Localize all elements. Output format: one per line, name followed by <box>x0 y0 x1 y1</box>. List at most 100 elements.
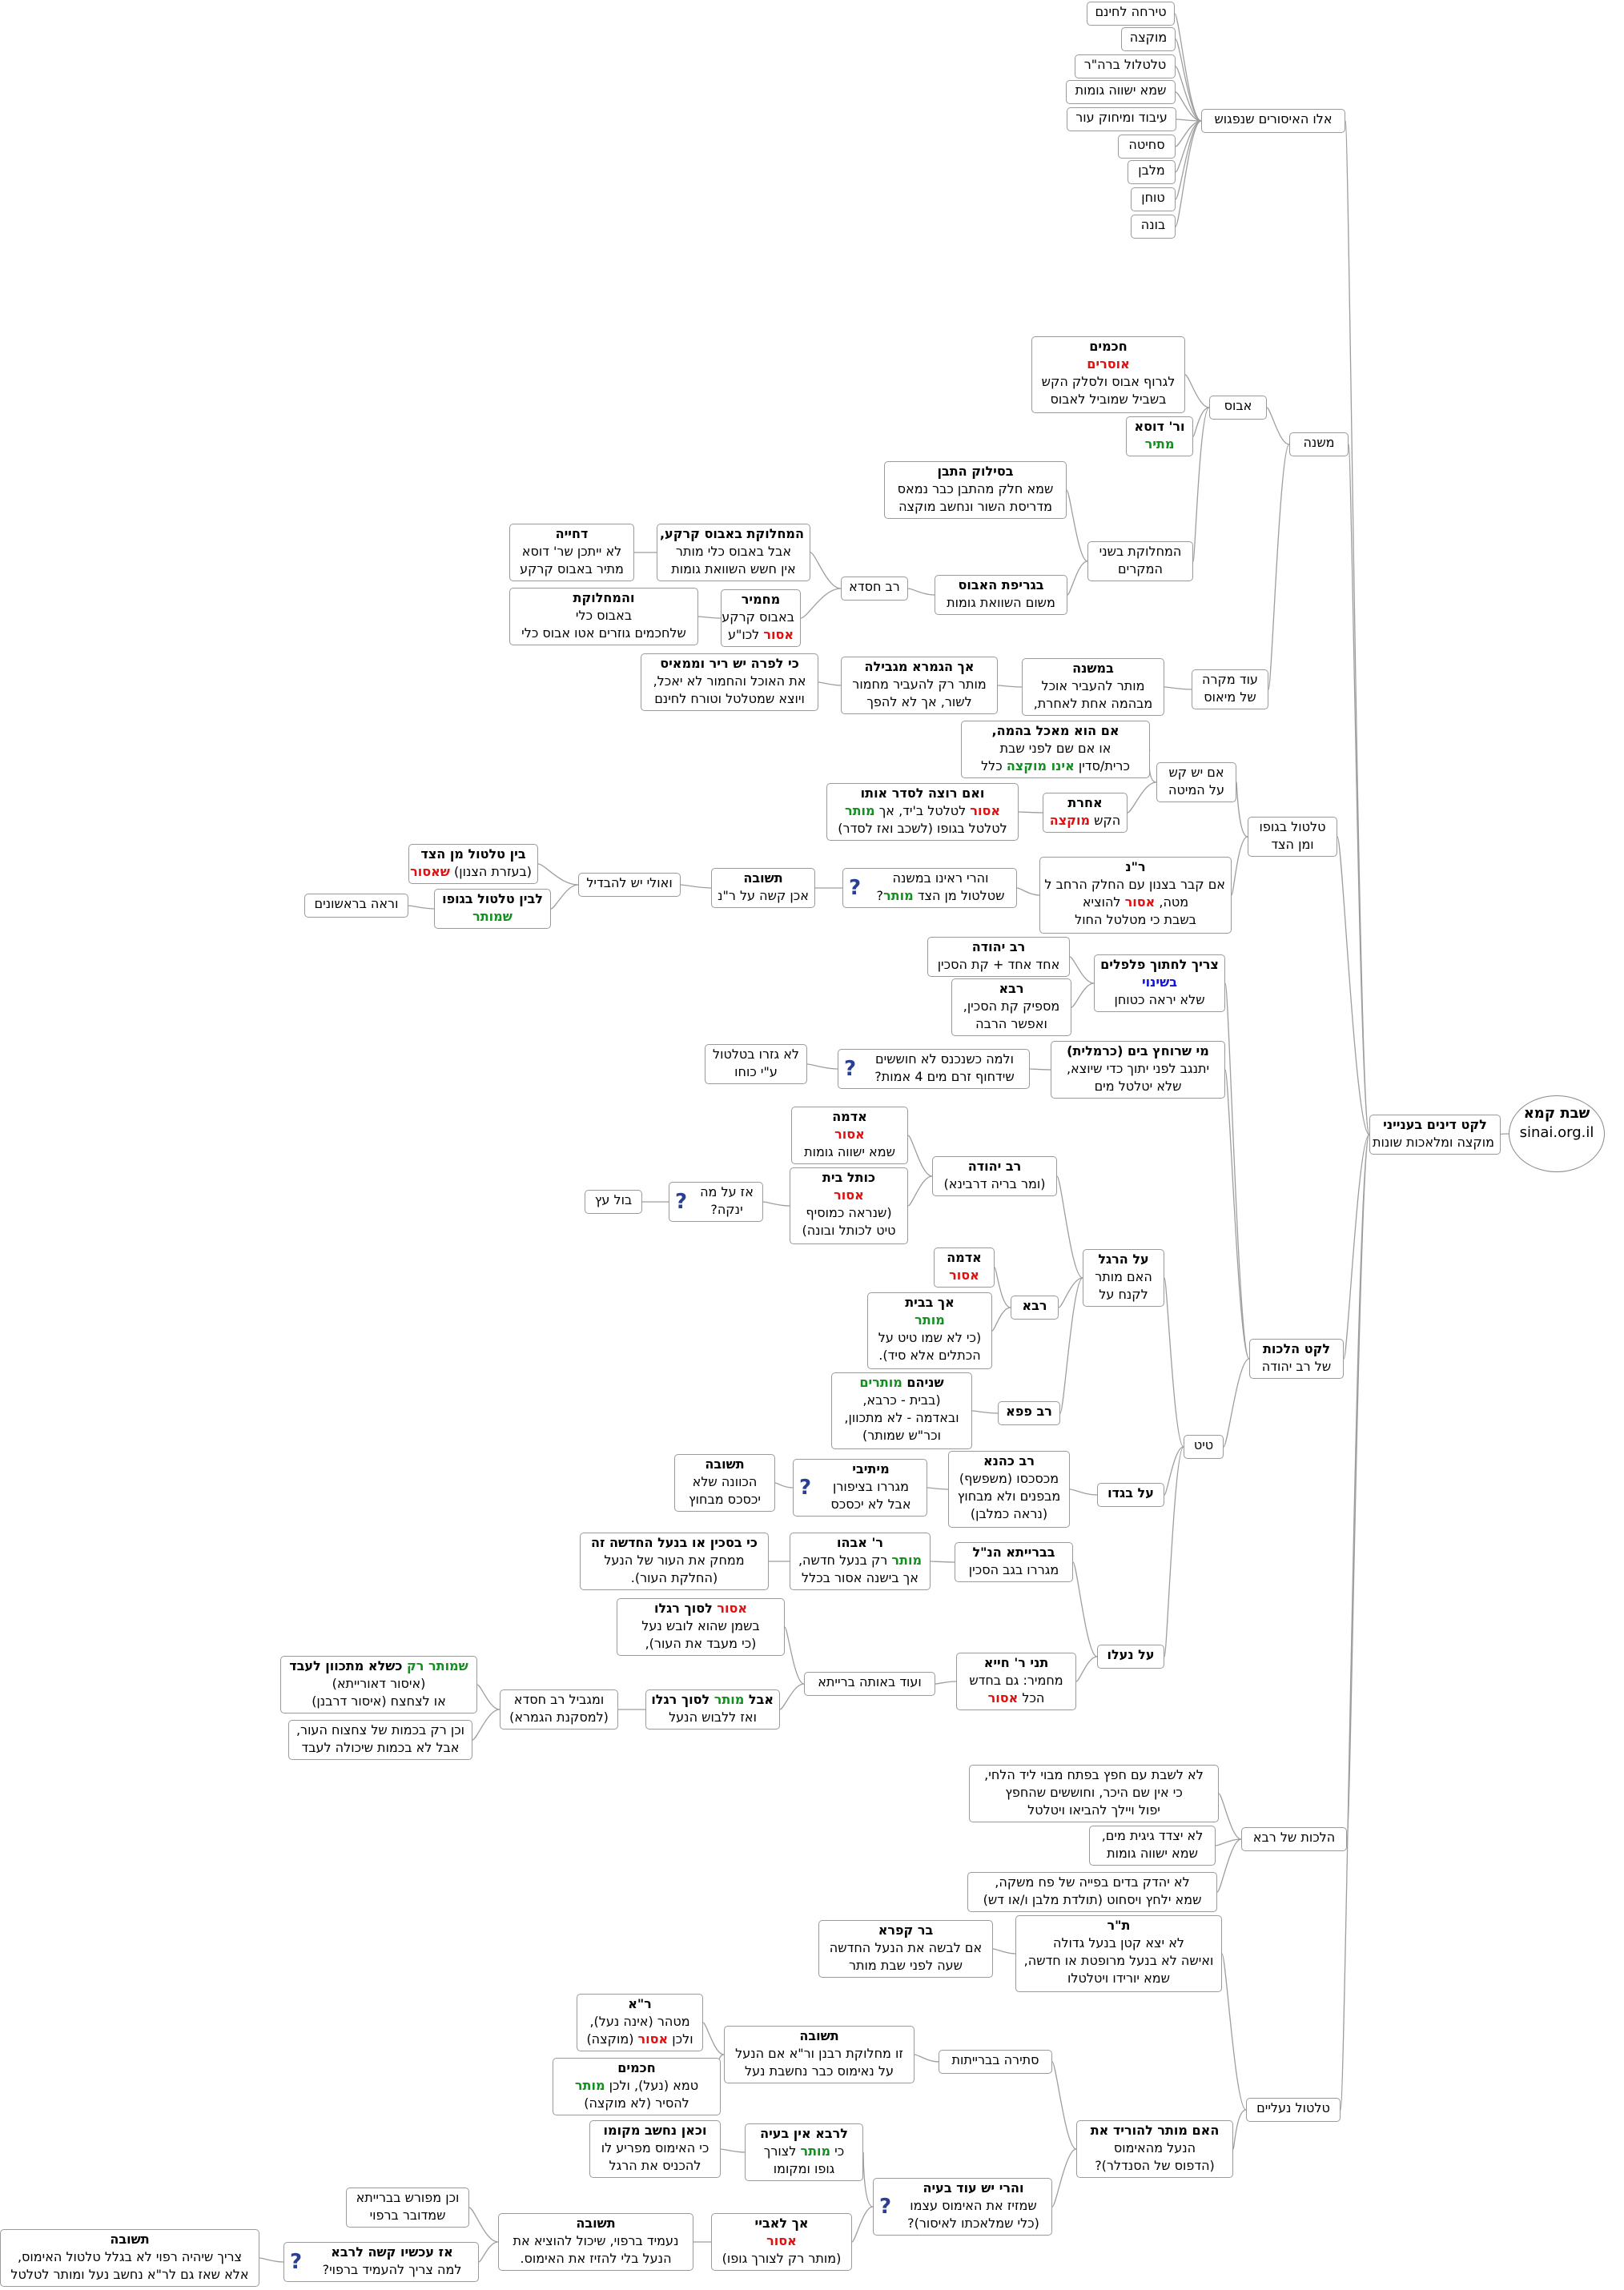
node-lo2[interactable]: לא יצדד גיגית מים,שמא ישווה גומות <box>1089 1826 1216 1866</box>
node-albigdo[interactable]: על בגדו <box>1097 1483 1164 1507</box>
node-umagbil[interactable]: ומגביל רב חסדא(למסקנת הגמרא) <box>500 1689 618 1730</box>
node-tiltulnaal[interactable]: טלטול נעליים <box>1246 2098 1341 2122</box>
node-evus[interactable]: אבוס <box>1209 396 1267 420</box>
connector-alharegel-rava2 <box>1058 1277 1083 1308</box>
node-alnaalo[interactable]: על נעלו <box>1097 1645 1164 1669</box>
connector-leket-leketrav <box>1343 1134 1370 1360</box>
node-e9[interactable]: בונה <box>1131 215 1176 239</box>
node-veod[interactable]: ועוד באותה ברייתא <box>804 1672 935 1696</box>
node-rpapa[interactable]: רב פפא <box>998 1401 1060 1425</box>
node-e3[interactable]: טלטלול ברה"ר <box>1075 54 1176 78</box>
node-stira[interactable]: סתירה בברייתות <box>939 2050 1052 2074</box>
node-ryehuda2[interactable]: רב יהודה(ומר בריה דרבינא) <box>932 1156 1057 1196</box>
node-e4[interactable]: שמא ישווה גומות <box>1066 80 1176 104</box>
connector-rava2-akbabayit <box>991 1307 1011 1332</box>
node-e2[interactable]: מוקצה <box>1121 27 1176 51</box>
node-vechen[interactable]: וכן רק בכמות של צחצוח העור,אבל לא בכמות … <box>288 1720 472 1760</box>
node-mishna[interactable]: משנה <box>1289 432 1349 456</box>
node-tit[interactable]: טיט <box>1184 1435 1224 1459</box>
node-rchisda1[interactable]: רב חסדא <box>841 577 908 601</box>
node-elu[interactable]: אלו האיסורים שנפגוש <box>1201 109 1345 133</box>
node-e1[interactable]: טירחה לחינם <box>1087 2 1175 26</box>
node-line: אך לאביי <box>718 2215 846 2232</box>
node-mishoreach[interactable]: מי שרוחץ בים (כרמלית)יתנגב לפני יתוך כדי… <box>1051 1041 1225 1099</box>
node-e5[interactable]: עיבוד ומיחוק עור <box>1067 107 1176 131</box>
node-lo3[interactable]: לא יהדק בדים בפייה של פח משקה,שמא ילחץ ו… <box>967 1872 1217 1912</box>
node-e6[interactable]: סחיטה <box>1118 135 1176 159</box>
connector-rchisda1-hamachl <box>810 552 842 589</box>
node-shneihem[interactable]: שניהם מותרים(בבית - כרבא,ובאדמה - לא מתכ… <box>831 1372 972 1449</box>
node-bein1[interactable]: בין טלטול מן הצד(בעזרת הצנון) שאסור <box>408 844 538 884</box>
node-hilchotrava[interactable]: הלכות של רבא <box>1241 1827 1347 1851</box>
node-shmutar[interactable]: שמותר רק כשלא מתכוון לעבד(איסור דאורייתא… <box>280 1656 477 1713</box>
node-ureh[interactable]: וראה בראשונים <box>304 894 408 918</box>
node-e7[interactable]: מלבן <box>1128 160 1176 184</box>
node-e8[interactable]: טוחן <box>1131 187 1176 211</box>
node-line: אבל באבוס כלי מותר <box>663 543 804 560</box>
node-veulai[interactable]: ואולי יש להבדיל <box>578 873 681 897</box>
node-rava2[interactable]: רבא <box>1011 1296 1059 1320</box>
node-bulatz[interactable]: בול עץ <box>585 1190 642 1214</box>
node-lo1[interactable]: לא לשבת עם חפץ בפתח מבוי ליד הלחי,כי אין… <box>969 1765 1219 1822</box>
